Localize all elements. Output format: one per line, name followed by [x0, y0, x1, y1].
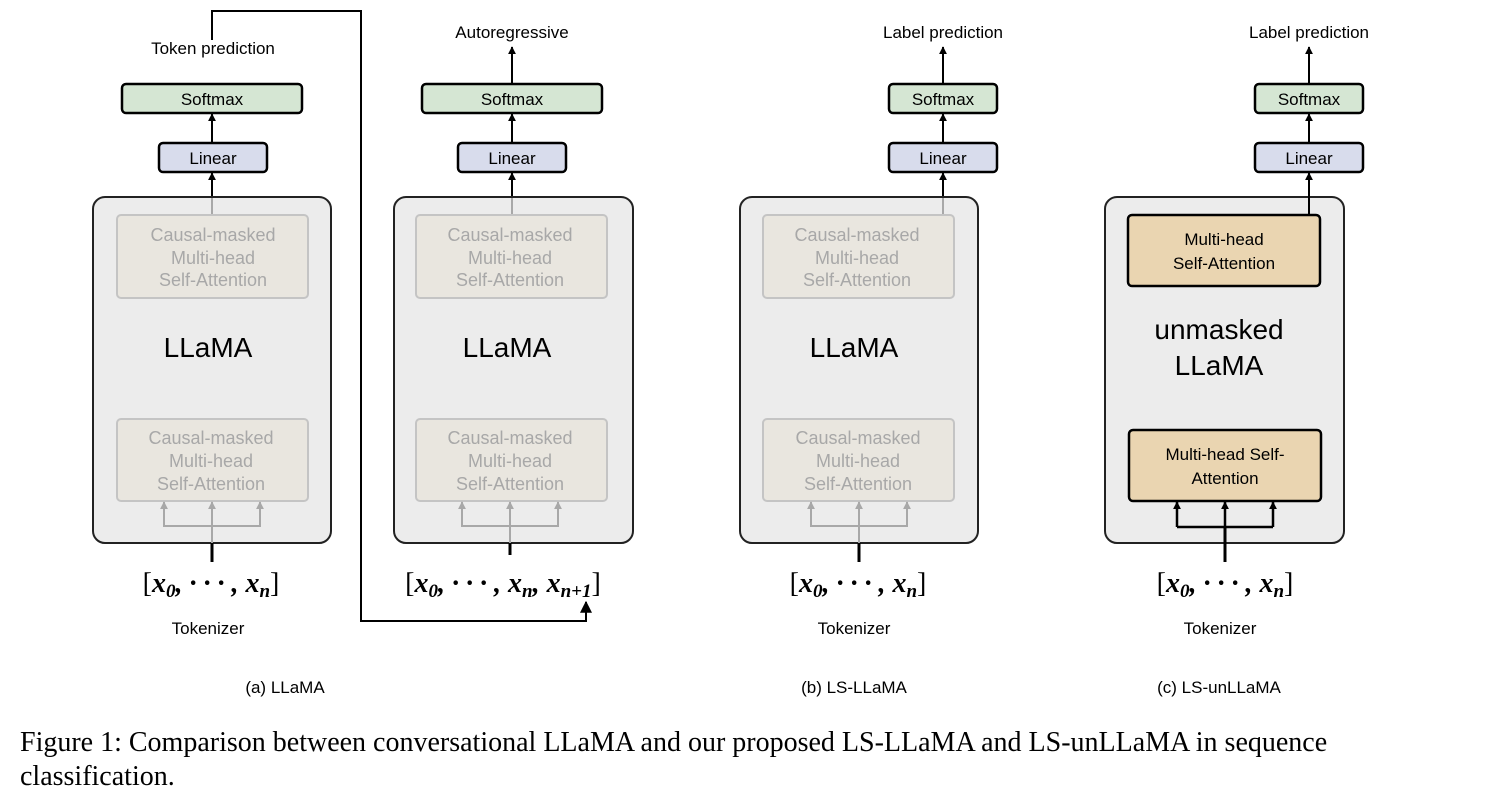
output-label-label-prediction: Label prediction	[883, 23, 1003, 42]
linear-label: Linear	[189, 149, 237, 168]
attention-bottom-line-2: Multi-head	[169, 451, 253, 471]
attention-top-line-3: Self-Attention	[456, 270, 564, 290]
linear-block	[1253, 141, 1365, 174]
attention-block-top	[415, 214, 608, 299]
attention-block-top	[1126, 213, 1322, 288]
linear-label: Linear	[1285, 149, 1333, 168]
attention-bottom-line-2: Multi-head	[468, 451, 552, 471]
linear-block	[887, 141, 999, 174]
panel-a: Token prediction Softmax Linear Causal-m…	[92, 39, 332, 697]
attention-top-line-3: Self-Attention	[803, 270, 911, 290]
input-sequence: [x0, · · · , xn]	[143, 568, 280, 602]
attention-bottom-line-2: Multi-head	[816, 451, 900, 471]
panel-c: Label prediction Softmax Linear Multi-he…	[1104, 23, 1369, 697]
output-label-label-prediction: Label prediction	[1249, 23, 1369, 42]
attention-top-line-2: Self-Attention	[1173, 254, 1275, 273]
attention-block-bottom	[762, 418, 955, 502]
attention-block-top	[116, 214, 309, 299]
attention-bottom-line-1: Multi-head Self-	[1165, 445, 1284, 464]
linear-label: Linear	[919, 149, 967, 168]
model-name: LLaMA	[164, 332, 253, 363]
tokenizer-label: Tokenizer	[818, 619, 891, 638]
attention-top-line-1: Causal-masked	[150, 225, 275, 245]
attention-top-line-1: Causal-masked	[794, 225, 919, 245]
softmax-block	[120, 82, 304, 115]
attention-bottom-line-3: Self-Attention	[804, 474, 912, 494]
attention-bottom-line-3: Self-Attention	[157, 474, 265, 494]
panel-b: Label prediction Softmax Linear Causal-m…	[739, 23, 1003, 697]
input-sequence: [x0, · · · , xn]	[790, 568, 927, 602]
softmax-label: Softmax	[912, 90, 975, 109]
attention-block-bottom	[1127, 428, 1323, 503]
attention-top-line-1: Causal-masked	[447, 225, 572, 245]
attention-bottom-line-1: Causal-masked	[447, 428, 572, 448]
attention-bottom-line-2: Attention	[1191, 469, 1258, 488]
model-name: LLaMA	[810, 332, 899, 363]
panel-b-sublabel: (b) LS-LLaMA	[801, 678, 907, 697]
attention-block-top	[762, 214, 955, 299]
model-name-line-2: LLaMA	[1175, 350, 1264, 381]
panel-a-autoregressive: Autoregressive Softmax Linear Causal-mas…	[393, 23, 634, 602]
panel-c-sublabel: (c) LS-unLLaMA	[1157, 678, 1281, 697]
input-fork-arrows	[458, 501, 562, 543]
input-fork-arrows	[807, 501, 911, 543]
linear-block	[456, 141, 568, 174]
input-sequence: [x0, · · · , xn, xn+1]	[405, 568, 601, 602]
attention-bottom-line-1: Causal-masked	[795, 428, 920, 448]
attention-top-line-2: Multi-head	[171, 248, 255, 268]
attention-block-bottom	[116, 418, 309, 502]
input-sequence: [x0, · · · , xn]	[1157, 568, 1294, 602]
linear-block	[157, 141, 269, 174]
attention-bottom-line-3: Self-Attention	[456, 474, 564, 494]
attention-top-line-1: Multi-head	[1184, 230, 1263, 249]
model-name: LLaMA	[463, 332, 552, 363]
autoregressive-feedback-arrow	[211, 10, 592, 622]
attention-top-line-2: Multi-head	[815, 248, 899, 268]
figure-caption: Figure 1: Comparison between conversatio…	[20, 727, 1328, 792]
tokenizer-label: Tokenizer	[1184, 619, 1257, 638]
softmax-label: Softmax	[181, 90, 244, 109]
attention-top-line-3: Self-Attention	[159, 270, 267, 290]
softmax-label: Softmax	[481, 90, 544, 109]
softmax-block	[1253, 82, 1365, 115]
softmax-block	[420, 82, 604, 115]
attention-bottom-line-1: Causal-masked	[148, 428, 273, 448]
output-label-autoregressive: Autoregressive	[455, 23, 568, 42]
input-fork-arrows	[160, 501, 264, 543]
attention-block-bottom	[415, 418, 608, 502]
panel-a-sublabel: (a) LLaMA	[245, 678, 325, 697]
model-name-line-1: unmasked	[1154, 314, 1283, 345]
architecture-diagram: Token prediction Softmax Linear Causal-m…	[92, 10, 1369, 697]
softmax-label: Softmax	[1278, 90, 1341, 109]
attention-top-line-2: Multi-head	[468, 248, 552, 268]
output-label-token-prediction: Token prediction	[151, 39, 275, 58]
linear-label: Linear	[488, 149, 536, 168]
softmax-block	[887, 82, 999, 115]
tokenizer-label: Tokenizer	[172, 619, 245, 638]
